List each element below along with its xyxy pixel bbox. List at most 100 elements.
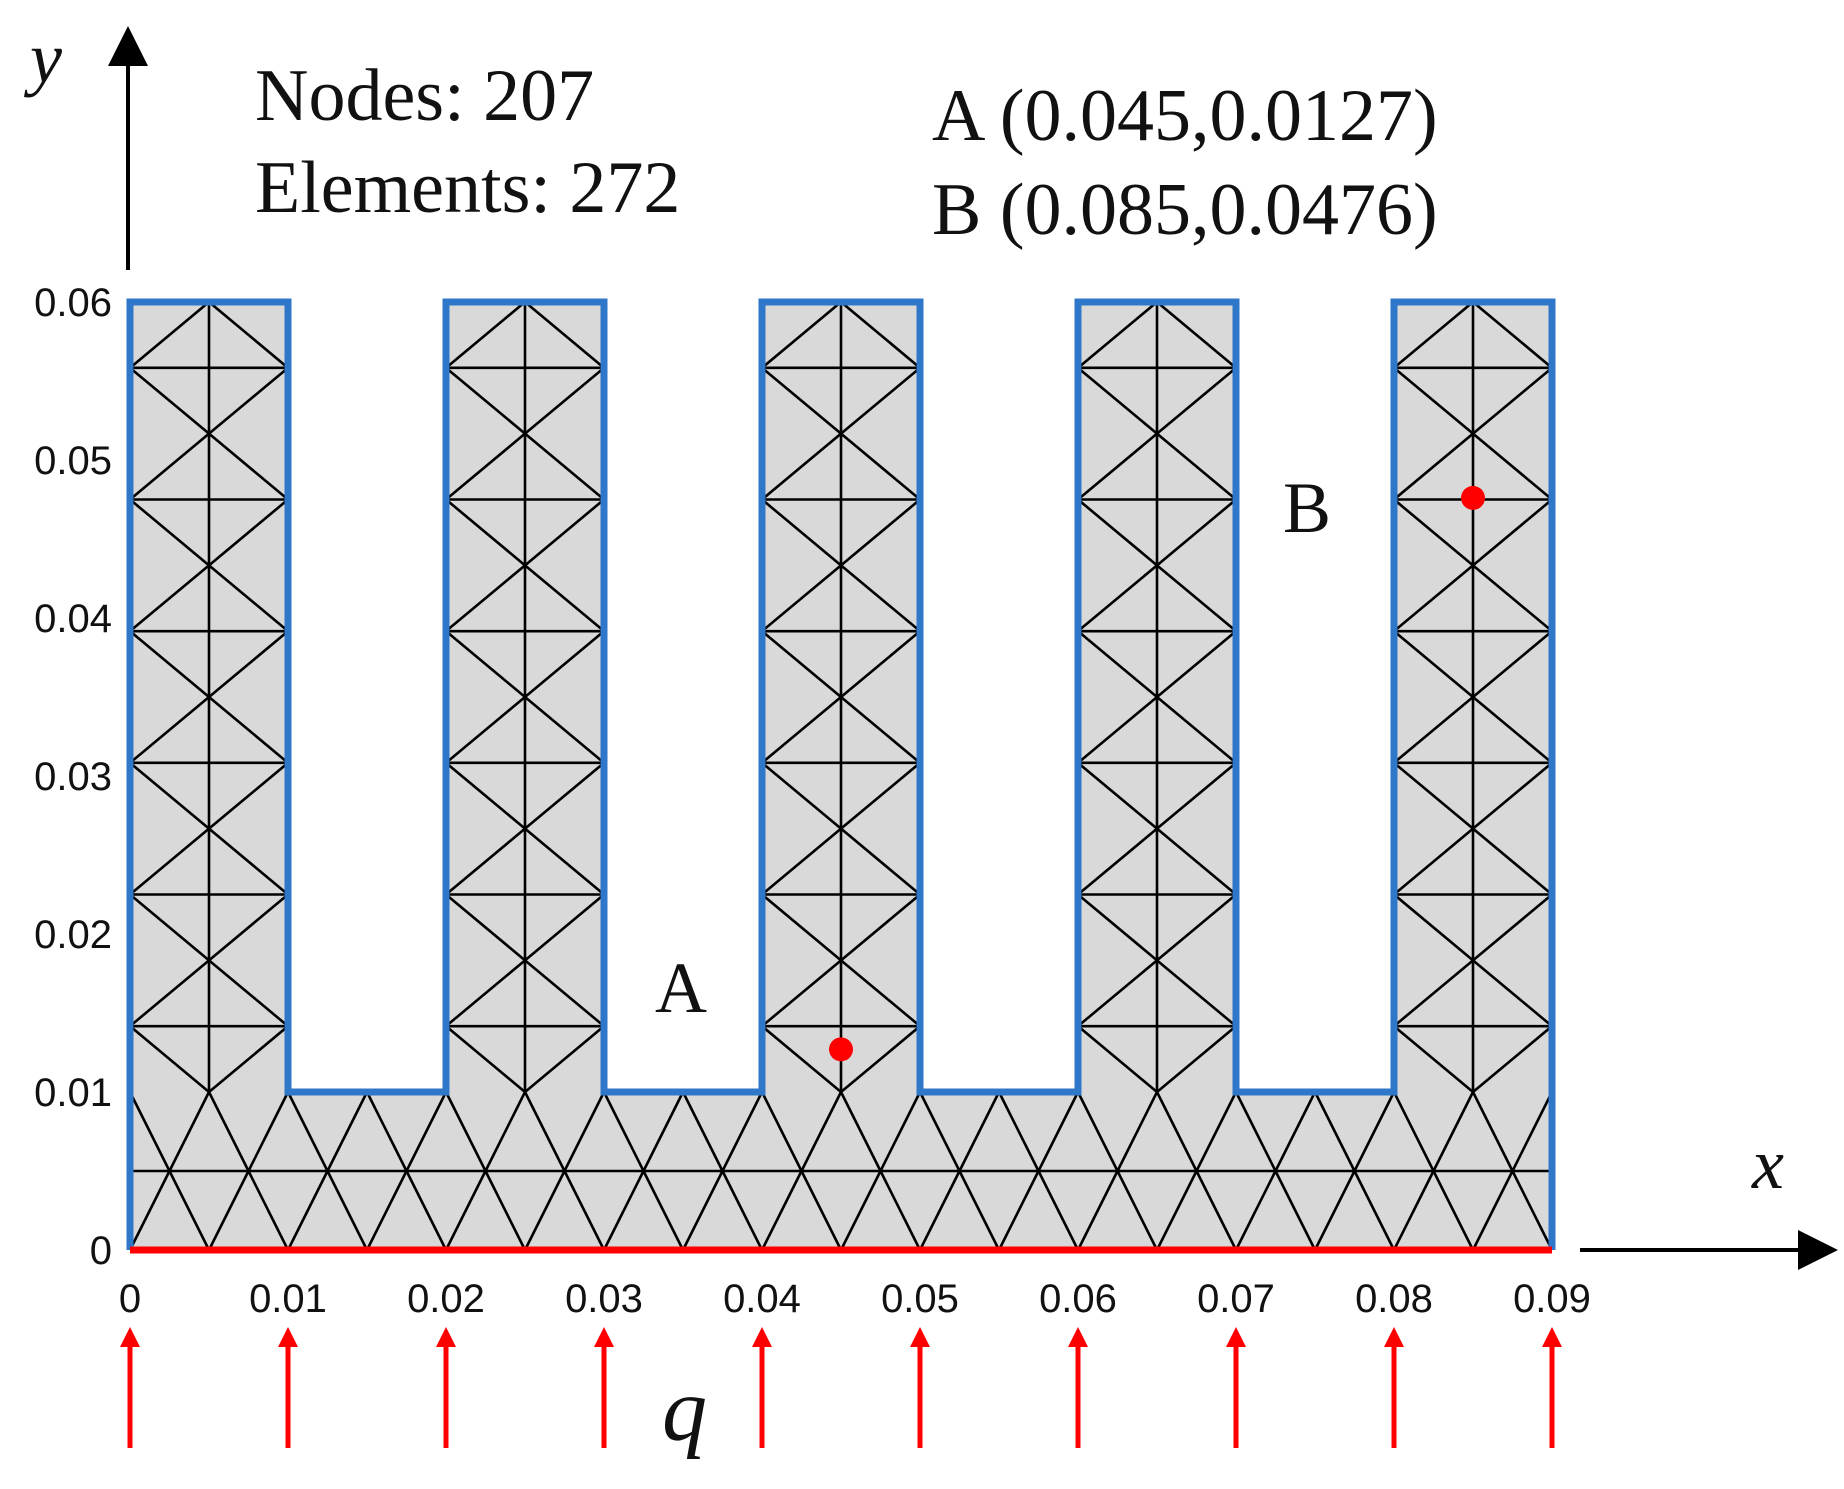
mesh-edge xyxy=(445,432,526,501)
mesh-edge xyxy=(1471,1091,1514,1172)
mesh-edge xyxy=(918,1091,961,1172)
x-tick-label: 0.02 xyxy=(407,1277,485,1321)
mesh-edge xyxy=(1392,1091,1435,1172)
heat-flux-arrows xyxy=(120,1327,1562,1448)
mesh-edge xyxy=(523,1170,566,1251)
mesh-edge xyxy=(1393,696,1474,764)
mesh-edge xyxy=(247,1170,290,1251)
mesh-edge xyxy=(208,630,289,698)
mesh-edge xyxy=(208,696,289,764)
mesh-edge xyxy=(445,959,526,1028)
mesh-edge xyxy=(1077,301,1158,369)
mesh-edge xyxy=(1156,564,1237,633)
mesh-edge xyxy=(840,366,921,435)
mesh-edge xyxy=(760,1091,803,1172)
mesh-edge xyxy=(484,1170,527,1251)
mesh-edge xyxy=(1077,959,1158,1028)
y-tick-label: 0.04 xyxy=(34,597,112,641)
mesh-edge xyxy=(1393,564,1474,633)
mesh-edge xyxy=(840,959,921,1028)
x-axis-name: x xyxy=(1751,1124,1784,1204)
mesh-edge xyxy=(1313,1091,1356,1172)
mesh-edge xyxy=(445,564,526,633)
mesh-edge xyxy=(445,498,526,567)
mesh-edge xyxy=(1472,1025,1553,1093)
mesh-edge xyxy=(365,1170,408,1251)
mesh-edge xyxy=(761,432,842,501)
mesh-edge xyxy=(681,1170,724,1251)
mesh-edge xyxy=(840,498,921,567)
mesh-edge xyxy=(721,1091,764,1172)
mesh-edge xyxy=(761,1025,842,1093)
mesh-edge xyxy=(1195,1091,1238,1172)
mesh-edge xyxy=(1472,959,1553,1028)
mesh-edge xyxy=(484,1091,527,1172)
mesh-edge xyxy=(840,761,921,830)
mesh-edge xyxy=(129,1025,210,1093)
mesh-edge xyxy=(129,827,210,896)
mesh-edge xyxy=(524,630,605,698)
y-tick-label: 0.03 xyxy=(34,755,112,799)
mesh-edge xyxy=(1353,1170,1396,1251)
mesh-edge xyxy=(445,761,526,830)
mesh-edge xyxy=(958,1091,1001,1172)
mesh-edge xyxy=(129,696,210,764)
probe-point-marker xyxy=(1461,485,1485,510)
mesh-edge xyxy=(997,1091,1040,1172)
mesh-edge xyxy=(602,1091,645,1172)
mesh-edge xyxy=(642,1091,685,1172)
mesh-edge xyxy=(1076,1091,1119,1172)
triangular-mesh xyxy=(128,301,1554,1251)
mesh-edge xyxy=(840,1025,921,1093)
mesh-edge xyxy=(405,1170,448,1251)
y-tick-label: 0.02 xyxy=(34,913,112,957)
mesh-edge xyxy=(1077,893,1158,962)
mesh-edge xyxy=(208,366,289,435)
mesh-edge xyxy=(1077,432,1158,501)
mesh-edge xyxy=(445,893,526,962)
mesh-edge xyxy=(524,366,605,435)
mesh-edge xyxy=(1472,301,1553,369)
mesh-edge xyxy=(563,1091,606,1172)
mesh-edge xyxy=(445,1025,526,1093)
mesh-edge xyxy=(128,1170,171,1251)
mesh-edge xyxy=(958,1170,1001,1251)
mesh-edge xyxy=(1393,498,1474,567)
mesh-edge xyxy=(1511,1170,1554,1251)
x-tick-label: 0.08 xyxy=(1355,1277,1433,1321)
mesh-edge xyxy=(839,1170,882,1251)
mesh-edge xyxy=(1156,893,1237,962)
mesh-edge xyxy=(1077,761,1158,830)
mesh-edge xyxy=(129,564,210,633)
mesh-edge xyxy=(1393,366,1474,435)
mesh-edge xyxy=(800,1170,843,1251)
elements-count: Elements: 272 xyxy=(255,147,680,229)
mesh-edge xyxy=(208,432,289,501)
mesh-edge xyxy=(1313,1170,1356,1251)
mesh-edge xyxy=(129,366,210,435)
mesh-edge xyxy=(444,1091,487,1172)
nodes-count: Nodes: 207 xyxy=(255,55,594,137)
mesh-edge xyxy=(128,1091,171,1172)
mesh-edge xyxy=(208,761,289,830)
mesh-edge xyxy=(1472,366,1553,435)
x-tick-label: 0 xyxy=(119,1277,141,1321)
x-tick-label: 0.07 xyxy=(1197,1277,1275,1321)
mesh-edge xyxy=(208,301,289,369)
point-b-coordinates: B (0.085,0.0476) xyxy=(932,169,1438,251)
mesh-edge xyxy=(1156,498,1237,567)
mesh-edge xyxy=(839,1091,882,1172)
mesh-edge xyxy=(1037,1170,1080,1251)
mesh-edge xyxy=(208,959,289,1028)
mesh-edge xyxy=(1511,1091,1554,1172)
mesh-edge xyxy=(129,893,210,962)
point-b-label: B xyxy=(1283,468,1331,548)
heat-flux-label: q xyxy=(662,1361,707,1460)
mesh-edge xyxy=(129,761,210,830)
probe-point-marker xyxy=(829,1037,853,1062)
y-axis-name: y xyxy=(23,18,62,98)
mesh-edge xyxy=(1156,1025,1237,1093)
mesh-edge xyxy=(840,696,921,764)
mesh-edge xyxy=(207,1091,250,1172)
